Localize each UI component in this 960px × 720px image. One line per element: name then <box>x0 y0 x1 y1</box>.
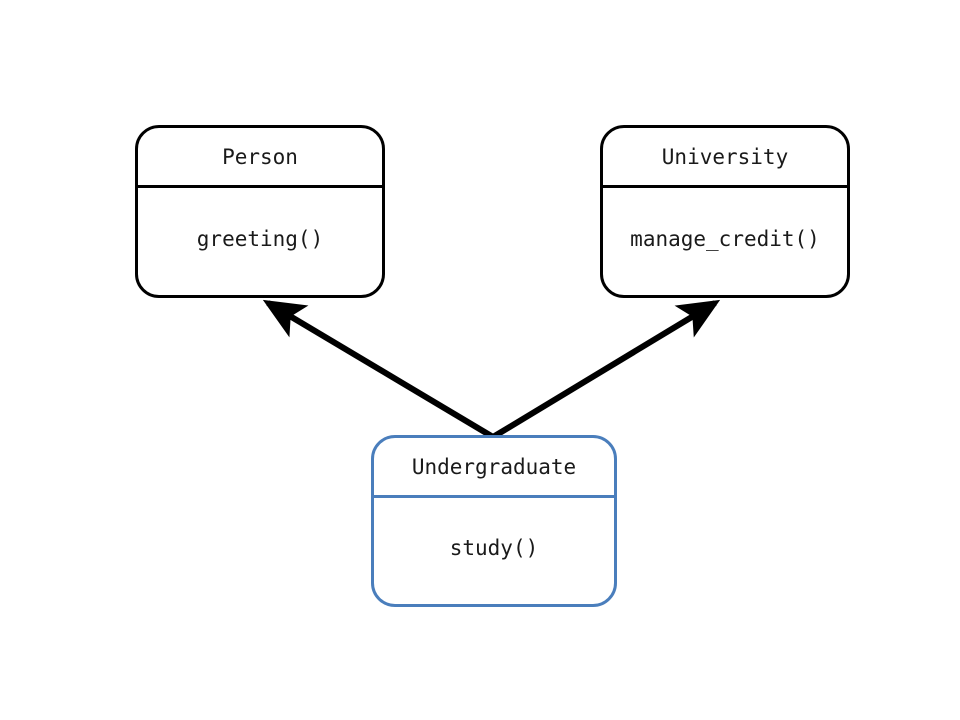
class-members-university: manage_credit() <box>603 188 847 295</box>
class-member-study: study() <box>449 536 539 560</box>
class-name-undergraduate: Undergraduate <box>374 438 614 498</box>
class-name-person: Person <box>138 128 382 188</box>
edge-undergraduate-to-university <box>491 299 721 440</box>
class-box-person[interactable]: Person greeting() <box>135 125 385 298</box>
class-members-person: greeting() <box>138 188 382 295</box>
class-box-university[interactable]: University manage_credit() <box>600 125 850 298</box>
edge-undergraduate-to-person <box>262 299 495 440</box>
class-member-greeting: greeting() <box>196 226 324 251</box>
class-name-university: University <box>603 128 847 188</box>
class-member-manage-credit: manage_credit() <box>630 226 820 251</box>
class-box-undergraduate[interactable]: Undergraduate study() <box>371 435 617 607</box>
class-members-undergraduate: study() <box>374 498 614 604</box>
